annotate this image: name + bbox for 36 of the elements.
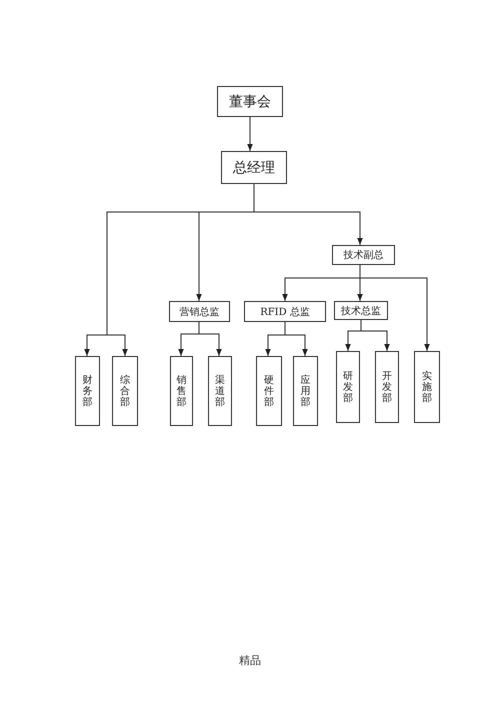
- org-box: [221, 151, 287, 184]
- box-label: 营销总监: [180, 306, 220, 318]
- box-label: 开发部: [382, 370, 392, 404]
- org-box: [112, 356, 138, 426]
- box-label: RFID 总监: [260, 306, 310, 318]
- org-box: [208, 356, 232, 426]
- org-box: [256, 356, 282, 426]
- box-label: 总经理: [233, 158, 275, 176]
- org-box: [334, 301, 388, 320]
- org-box: [169, 301, 230, 322]
- box-label: 研发部: [343, 370, 353, 404]
- box-label: 实施部: [422, 370, 432, 404]
- connector-arrow: [284, 322, 308, 356]
- box-label: 销售部: [176, 374, 186, 408]
- footer-text: 精品: [239, 654, 261, 667]
- connector-arrow: [360, 264, 430, 352]
- org-box: [217, 86, 283, 117]
- connector-arrow: [360, 320, 390, 352]
- connector-arrow: [198, 322, 222, 356]
- org-box: [332, 245, 395, 265]
- org-box: [244, 301, 326, 322]
- box-label: 渠道部: [215, 374, 225, 408]
- org-box: [414, 351, 440, 423]
- org-box: [75, 356, 100, 426]
- box-label: 技术总监: [341, 304, 381, 318]
- box-label: 综合部: [120, 374, 130, 408]
- org-box: [293, 356, 318, 426]
- box-label: 应用部: [300, 374, 310, 408]
- box-label: 硬件部: [264, 374, 274, 408]
- org-box: [170, 356, 193, 426]
- box-label: 董事会: [229, 92, 271, 110]
- org-box: [375, 351, 399, 423]
- connector-arrow: [247, 116, 253, 152]
- org-box: [336, 351, 360, 423]
- box-label: 技术副总: [344, 248, 384, 262]
- box-label: 财务部: [82, 374, 92, 408]
